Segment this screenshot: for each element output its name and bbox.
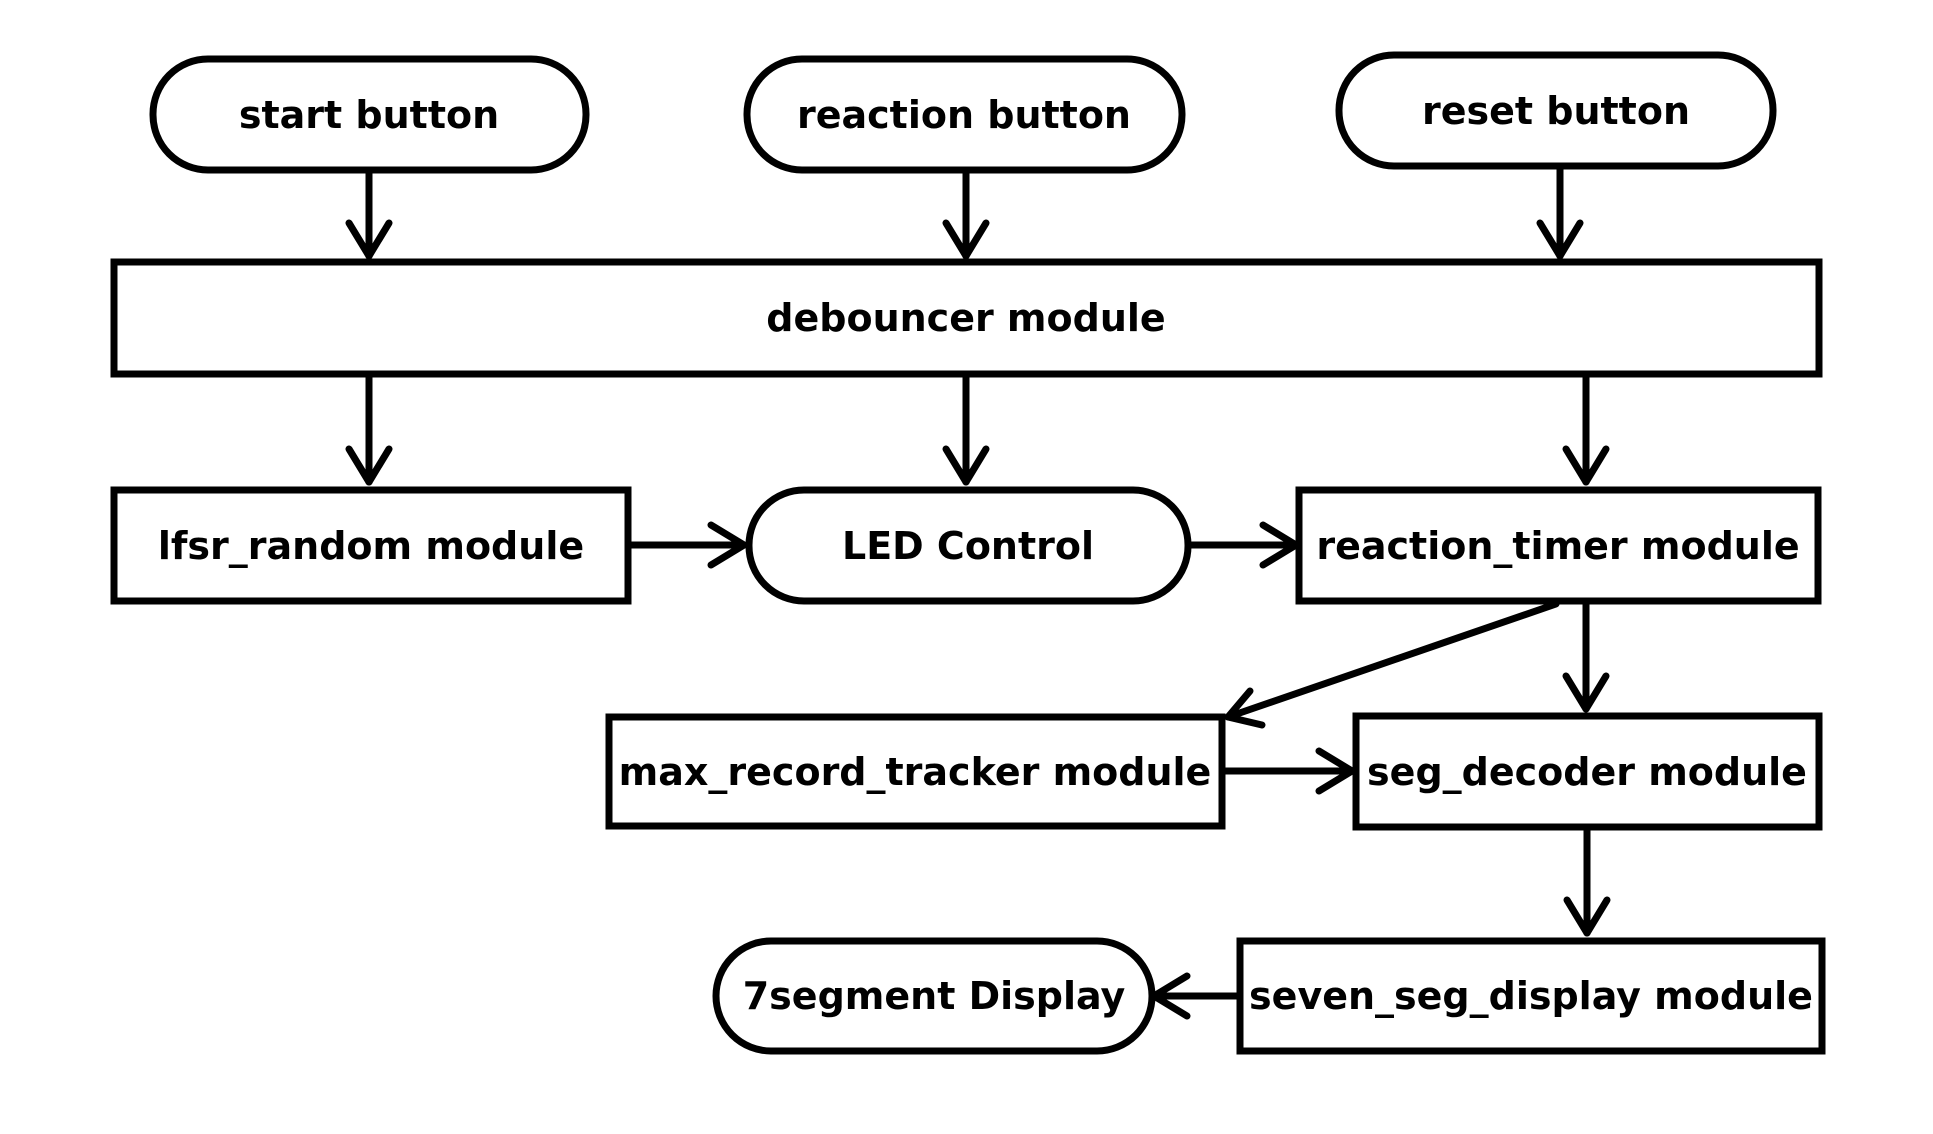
edge-timer-to-tracker (1224, 600, 1560, 729)
svg-text:reset button: reset button (1422, 89, 1690, 133)
edge-lfsr-to-led (624, 521, 748, 569)
edge-reaction-to-debouncer (942, 166, 990, 260)
edge-start-to-debouncer (345, 166, 393, 260)
svg-text:max_record_tracker module: max_record_tracker module (619, 750, 1212, 794)
node-lfsr-random-module: lfsr_random module (110, 486, 632, 605)
node-led-control: LED Control (745, 486, 1192, 605)
svg-text:LED Control: LED Control (842, 524, 1094, 568)
svg-text:seg_decoder module: seg_decoder module (1367, 750, 1807, 794)
svg-text:start button: start button (239, 93, 499, 137)
svg-text:debouncer module: debouncer module (766, 296, 1165, 340)
node-debouncer-module: debouncer module (110, 258, 1823, 378)
edge-debouncer-to-lfsr (345, 370, 393, 486)
edge-debouncer-to-timer (1562, 370, 1610, 486)
edge-led-to-timer (1184, 521, 1300, 569)
node-start-button: start button (149, 55, 590, 174)
node-reaction-timer-module: reaction_timer module (1295, 486, 1822, 605)
node-reset-button: reset button (1335, 51, 1777, 170)
svg-text:7segment Display: 7segment Display (743, 974, 1126, 1018)
edge-reset-to-debouncer (1536, 162, 1584, 260)
node-seg-decoder-module: seg_decoder module (1352, 712, 1823, 831)
edge-tracker-to-decoder (1218, 747, 1356, 795)
edge-debouncer-to-led (942, 370, 990, 486)
svg-text:seven_seg_display module: seven_seg_display module (1249, 974, 1813, 1018)
node-7segment-display: 7segment Display (712, 937, 1156, 1055)
svg-text:reaction button: reaction button (797, 93, 1131, 137)
edge-decoder-to-sevenseg (1563, 825, 1611, 937)
node-seven-seg-display-module: seven_seg_display module (1236, 937, 1826, 1055)
node-max-record-tracker-module: max_record_tracker module (605, 713, 1226, 830)
edge-sevenseg-to-display (1150, 972, 1244, 1020)
node-reaction-button: reaction button (743, 55, 1186, 174)
svg-text:reaction_timer module: reaction_timer module (1316, 524, 1799, 568)
edge-timer-to-decoder (1562, 600, 1610, 713)
svg-text:lfsr_random module: lfsr_random module (158, 524, 584, 568)
